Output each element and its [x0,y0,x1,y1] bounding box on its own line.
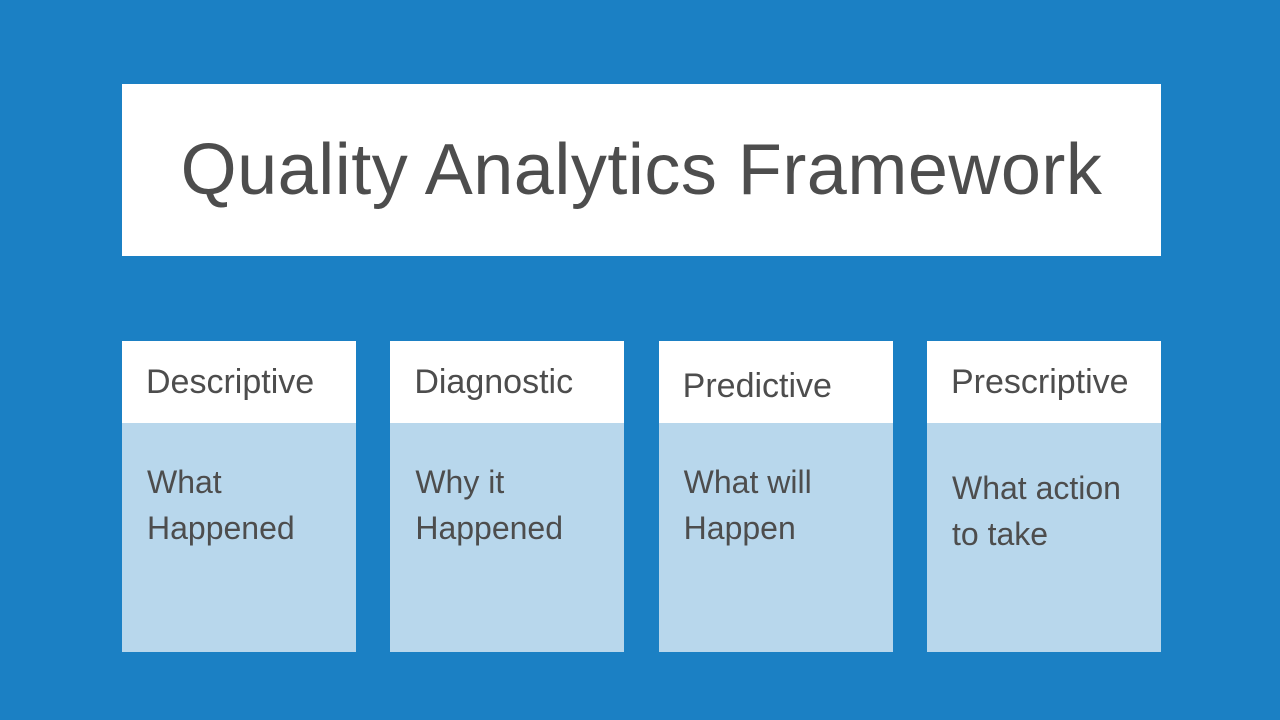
column-body-descriptive: What Happened [122,423,356,652]
column-header-predictive: Predictive [658,341,893,423]
framework-columns: Descriptive What Happened Diagnostic Why… [122,341,1161,652]
column-header-descriptive: Descriptive [122,341,356,423]
column-diagnostic: Diagnostic Why it Happened [390,341,625,652]
column-header-diagnostic: Diagnostic [390,341,625,423]
column-descriptive: Descriptive What Happened [122,341,356,652]
column-header-prescriptive: Prescriptive [926,341,1161,423]
column-body-diagnostic: Why it Happened [390,423,625,652]
title-card: Quality Analytics Framework [122,84,1161,256]
column-predictive: Predictive What will Happen [658,341,893,652]
column-body-predictive: What will Happen [658,423,893,652]
slide-title: Quality Analytics Framework [180,130,1103,210]
column-body-prescriptive: What action to take [926,423,1161,652]
column-prescriptive: Prescriptive What action to take [926,341,1161,652]
